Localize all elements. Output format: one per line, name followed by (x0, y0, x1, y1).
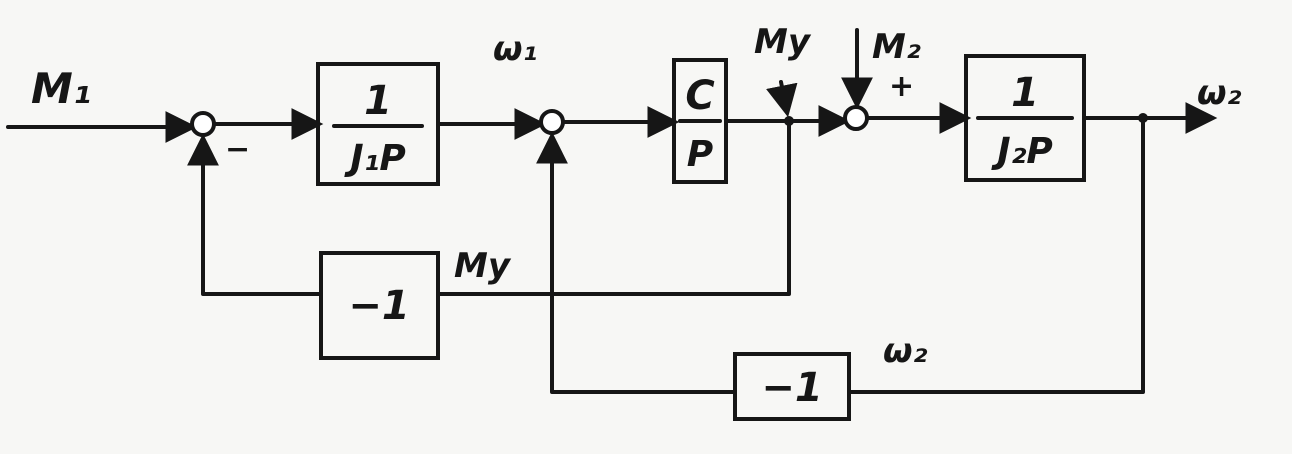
integrator2-denominator: J₂P (991, 131, 1053, 172)
omega2-feedback-label: ω₂ (883, 331, 928, 371)
input-m1-label: M₁ (31, 64, 91, 113)
m2-label: M₂ (872, 27, 921, 67)
feedback-upper-block (319, 251, 440, 360)
omega2-output-label: ω₂ (1197, 73, 1242, 113)
sum1-minus-sign: − (225, 132, 250, 167)
my-feedback-label: My (454, 246, 512, 286)
sum-junction-2 (539, 109, 565, 135)
spring-numerator: C (685, 73, 714, 119)
upper-feedback-left-line (187, 133, 323, 296)
sum3-plus-sign: + (889, 69, 914, 104)
upper-feedback-right-line (436, 119, 791, 296)
integrator1-numerator: 1 (364, 78, 392, 124)
feedback-upper-gain: −1 (348, 283, 409, 329)
integrator2-numerator: 1 (1011, 70, 1039, 116)
integrator1-denominator: J₁P (344, 138, 406, 179)
my-indicator-arrow (766, 80, 798, 118)
lower-feedback-right-line (847, 116, 1145, 394)
sum-junction-1 (190, 111, 216, 137)
my-top-label: My (754, 22, 812, 62)
feedback-lower-gain: −1 (761, 365, 822, 411)
sum-junction-3 (843, 105, 869, 131)
feedback-lower-block (733, 352, 851, 421)
spring-denominator: P (687, 134, 713, 175)
lower-feedback-left-line (536, 131, 737, 394)
omega1-label: ω₁ (493, 29, 537, 69)
